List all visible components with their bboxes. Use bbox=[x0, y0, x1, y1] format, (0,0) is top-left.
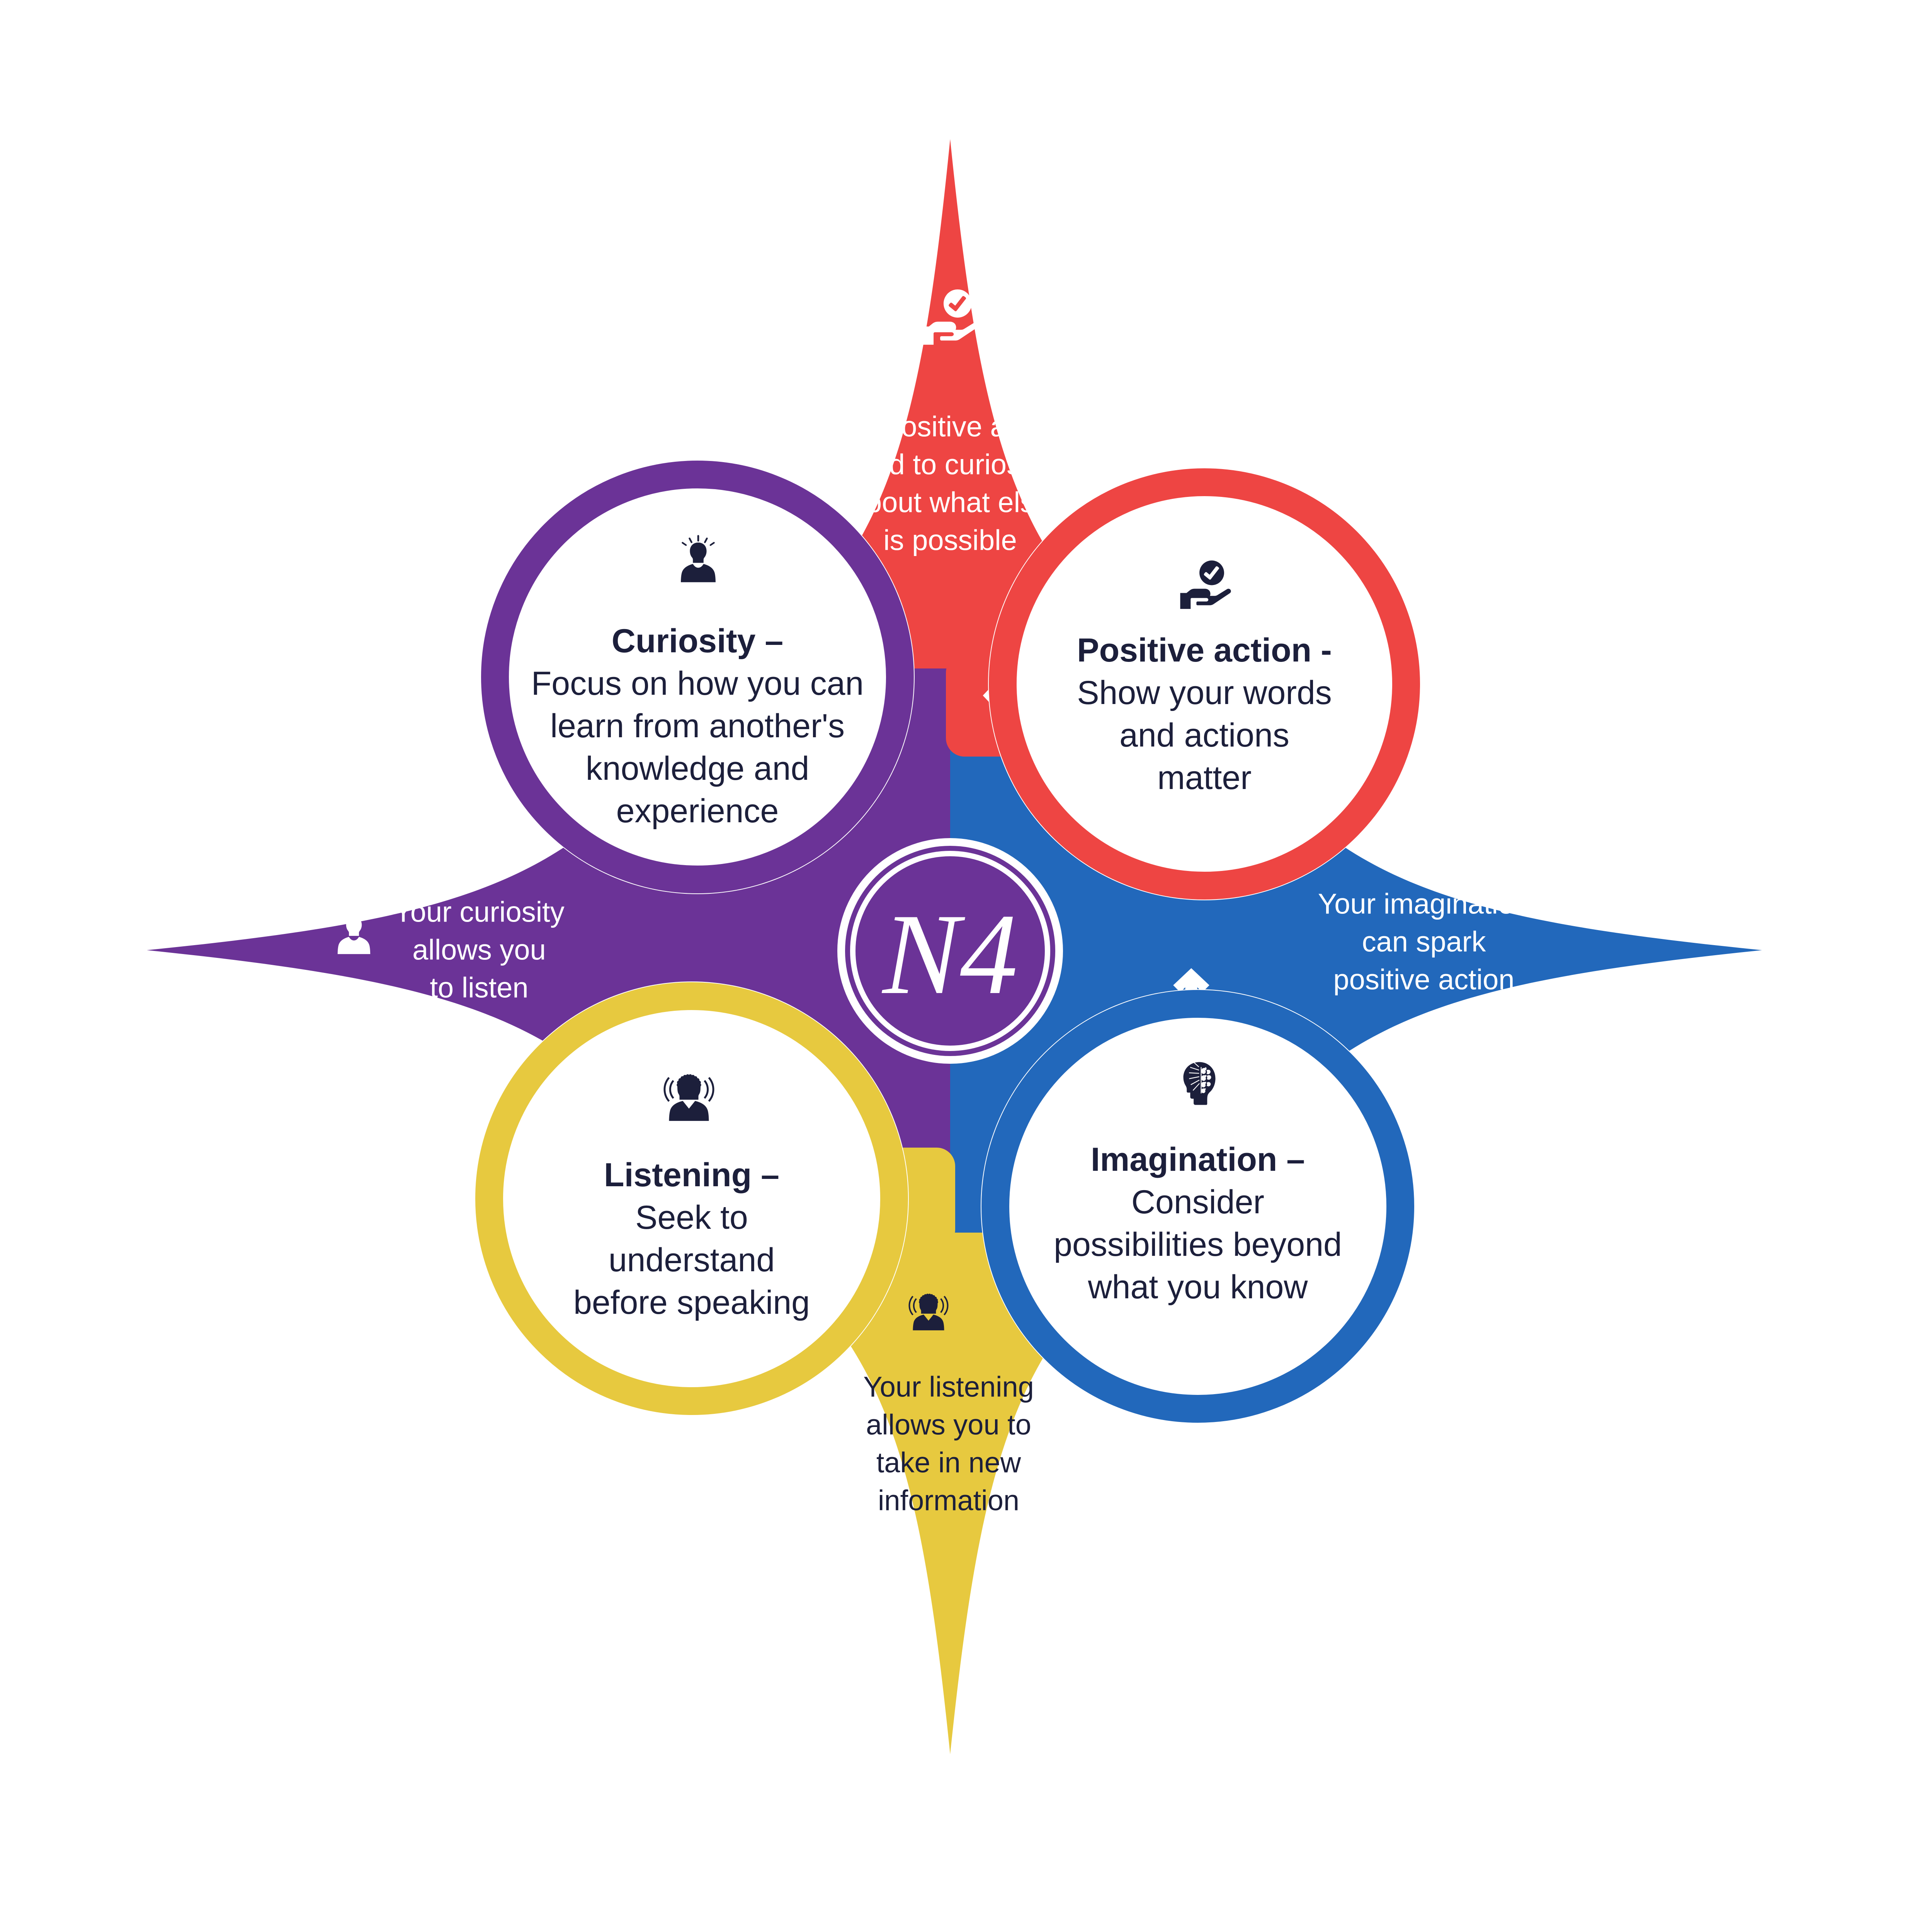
top-petal-line-1: lead to curiosity bbox=[851, 449, 1049, 481]
node-positive-action[interactable]: Positive action - Show your words and ac… bbox=[988, 468, 1421, 900]
top-petal-line-2: about what else bbox=[850, 486, 1050, 519]
node-listening-title: Listening – bbox=[604, 1156, 779, 1194]
left-petal-line-1: allows you bbox=[412, 934, 546, 966]
right-petal-line-2: positive action bbox=[1333, 964, 1515, 996]
node-listening-line-1: understand bbox=[609, 1242, 775, 1279]
node-positive-action-line-2: matter bbox=[1157, 759, 1252, 796]
node-positive-action-line-1: and actions bbox=[1119, 717, 1289, 754]
top-petal-line-0: Your positive actions bbox=[820, 411, 1081, 443]
node-curiosity-line-1: learn from another's bbox=[550, 707, 845, 745]
bottom-petal-line-0: Your listening bbox=[863, 1371, 1034, 1403]
node-curiosity[interactable]: Curiosity – Focus on how you can learn f… bbox=[480, 460, 915, 894]
node-listening-line-0: Seek to bbox=[635, 1199, 748, 1236]
top-petal-line-3: is possible bbox=[883, 524, 1017, 556]
left-petal-line-2: to listen bbox=[430, 972, 528, 1004]
bottom-petal-content: Your listening allows you to take in new… bbox=[863, 1293, 1034, 1517]
node-positive-action-line-0: Show your words bbox=[1077, 674, 1332, 711]
node-curiosity-title: Curiosity – bbox=[612, 622, 783, 660]
right-petal-line-0: Your imagination bbox=[1318, 888, 1530, 920]
node-curiosity-line-2: knowledge and bbox=[586, 750, 810, 787]
center-logo[interactable]: N4 bbox=[837, 838, 1063, 1064]
node-imagination[interactable]: Imagination – Consider possibilities bey… bbox=[981, 989, 1415, 1423]
node-listening[interactable]: Listening – Seek to understand before sp… bbox=[474, 981, 909, 1416]
bottom-petal-line-3: information bbox=[878, 1485, 1019, 1517]
node-listening-line-2: before speaking bbox=[573, 1284, 810, 1321]
node-imagination-line-0: Consider bbox=[1131, 1184, 1264, 1221]
node-imagination-line-1: possibilities beyond bbox=[1054, 1226, 1342, 1263]
left-petal-content: Your curiosity allows you to listen bbox=[337, 896, 565, 1004]
node-imagination-line-2: what you know bbox=[1088, 1269, 1308, 1306]
node-positive-action-title: Positive action - bbox=[1077, 632, 1332, 669]
center-logo-label: N4 bbox=[881, 890, 1018, 1018]
node-imagination-title: Imagination – bbox=[1091, 1141, 1305, 1178]
left-petal-line-0: Your curiosity bbox=[394, 896, 564, 928]
top-petal-content: Your positive actions lead to curiosity … bbox=[820, 289, 1081, 556]
node-curiosity-line-0: Focus on how you can bbox=[531, 665, 864, 702]
node-curiosity-line-3: experience bbox=[616, 793, 779, 830]
node-group: Curiosity – Focus on how you can learn f… bbox=[474, 460, 1421, 1423]
right-petal-content: Your imagination can spark positive acti… bbox=[1318, 797, 1530, 996]
bottom-petal-line-1: allows you to bbox=[866, 1409, 1031, 1441]
right-petal-line-1: can spark bbox=[1362, 926, 1486, 958]
brain-head-icon bbox=[1408, 797, 1440, 839]
bottom-petal-line-2: take in new bbox=[876, 1447, 1021, 1479]
